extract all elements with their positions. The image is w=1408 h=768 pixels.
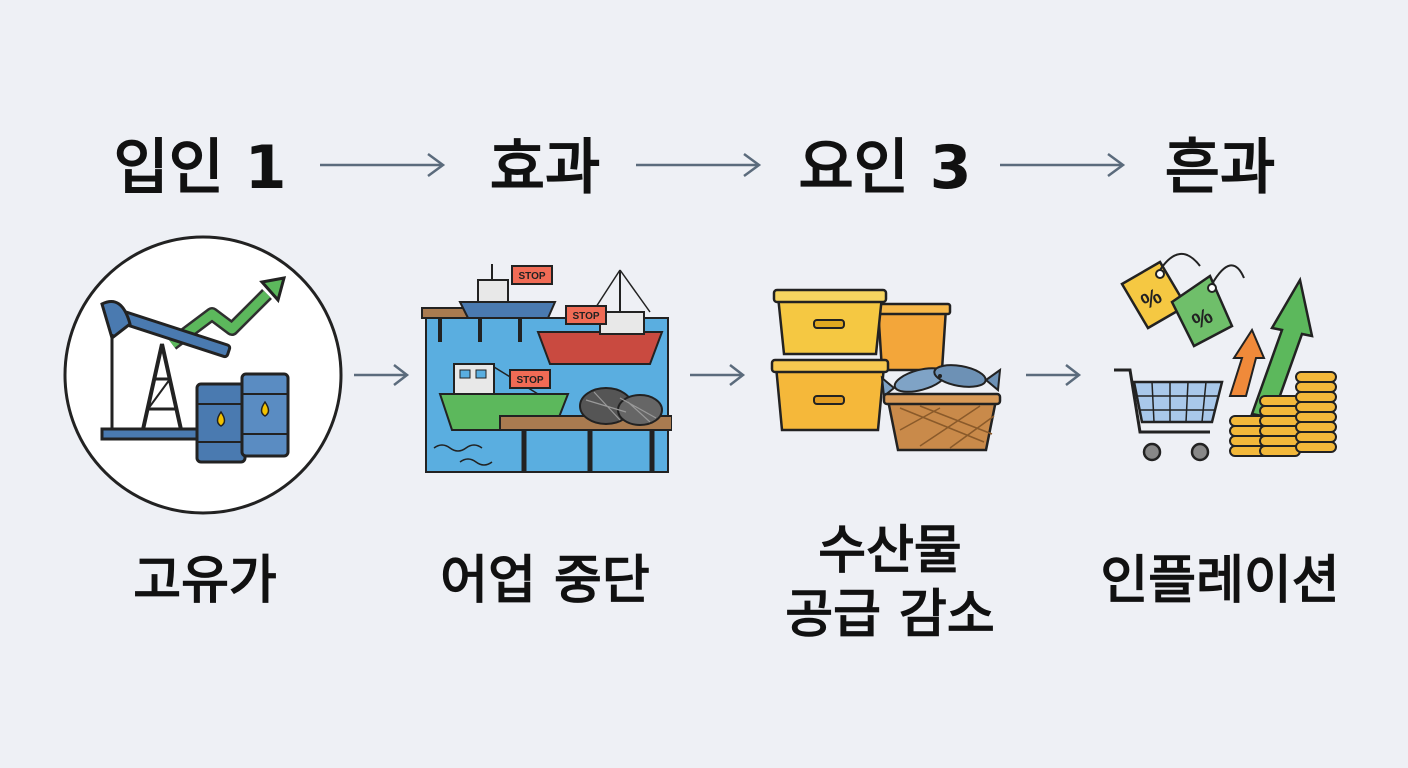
stage-label-high-oil-price: 고유가 [133, 551, 277, 611]
stage-label-supply-line2: 공급 감소 [785, 585, 995, 645]
flow-arrow-2 [690, 364, 746, 386]
flow-arrow-3 [1026, 364, 1082, 386]
heading-arrow-3 [1000, 152, 1126, 178]
stage-label-fishing-halt: 어업 중단 [440, 551, 650, 611]
seafood-crates-icon [770, 288, 1002, 452]
heading-arrow-2 [636, 152, 762, 178]
fishing-boats-stop-icon: STOP STOP STOP [421, 264, 672, 473]
heading-cause-1: 입인 1 [113, 133, 287, 203]
heading-result: 흔과 [1164, 133, 1276, 203]
heading-effect: 효과 [489, 133, 601, 203]
price-tags-cart-coins-icon: % % [1114, 253, 1337, 462]
oil-pumpjack-icon [63, 235, 343, 515]
stage-label-inflation: 인플레이션 [1100, 551, 1340, 611]
stage-label-supply-line1: 수산물 [818, 521, 962, 581]
heading-cause-3: 요인 3 [798, 133, 972, 203]
stop-sign-text-1: STOP [518, 271, 545, 282]
stop-sign-text-2: STOP [572, 311, 599, 322]
heading-arrow-1 [320, 152, 446, 178]
flow-arrow-1 [354, 364, 410, 386]
stop-sign-text-3: STOP [516, 375, 543, 386]
